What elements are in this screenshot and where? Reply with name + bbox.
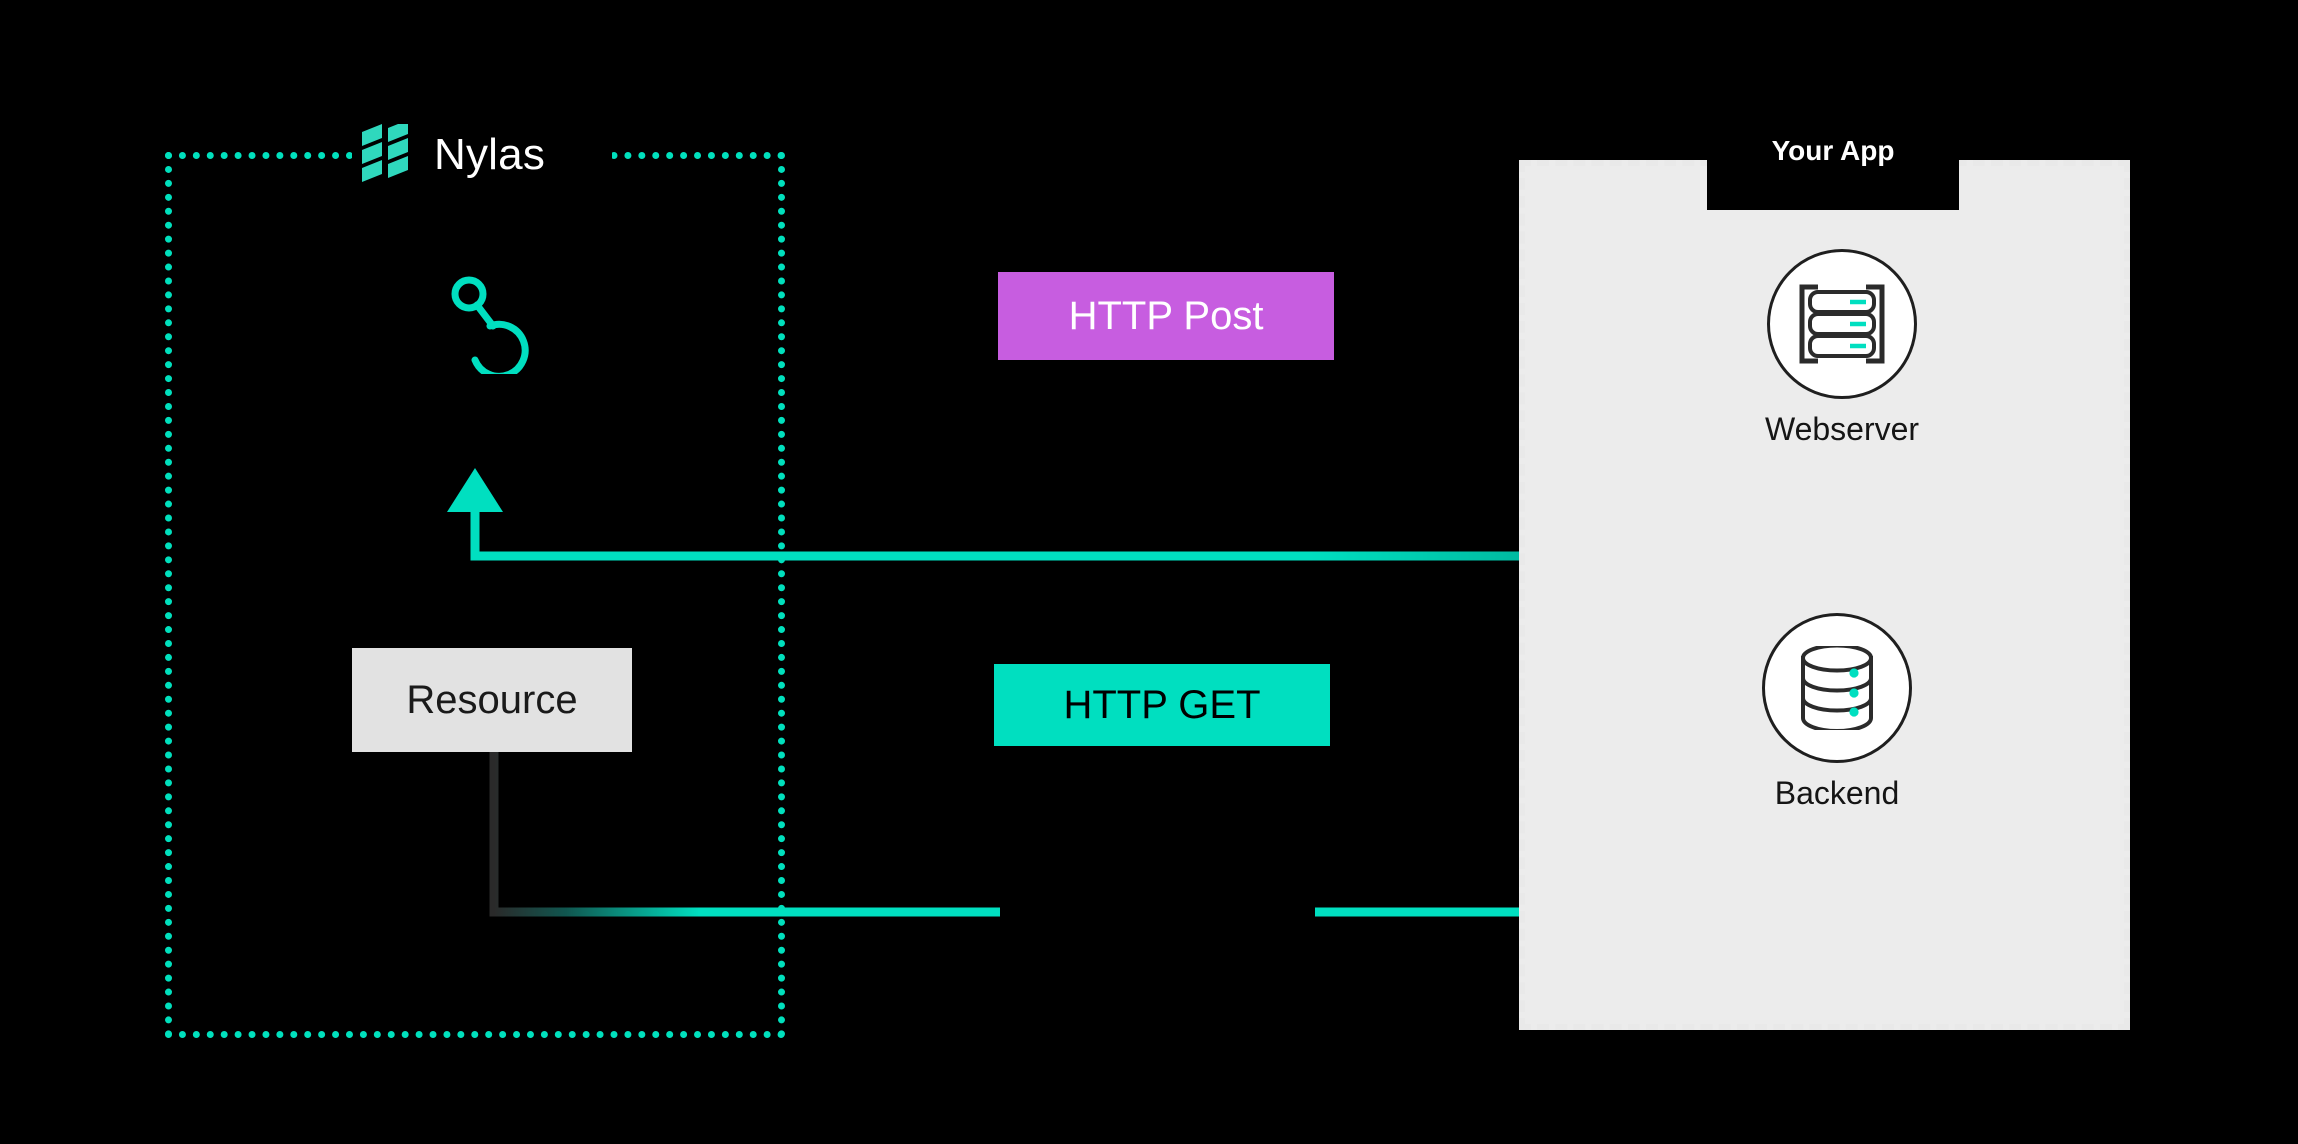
webhook-icon — [451, 276, 529, 374]
server-rack-icon — [1799, 284, 1885, 364]
node-webserver[interactable]: Webserver — [1765, 249, 1919, 445]
http-post-chip[interactable]: HTTP Post — [998, 272, 1334, 360]
your-app-panel — [1519, 160, 2130, 1030]
resource-box[interactable]: Resource — [352, 648, 632, 752]
node-label-webserver: Webserver — [1764, 411, 1920, 447]
nylas-logo-icon — [362, 124, 408, 182]
node-label-backend: Backend — [1774, 775, 1900, 811]
http-get-chip[interactable]: HTTP GET — [994, 664, 1330, 746]
nylas-brand: Nylas — [362, 120, 545, 190]
your-app-title: Your App — [1771, 135, 1895, 166]
your-app-title-notch — [1707, 154, 1959, 210]
database-cylinder-icon — [1801, 646, 1873, 730]
node-backend[interactable]: Backend — [1762, 613, 1912, 809]
nylas-wordmark: Nylas — [434, 130, 546, 179]
